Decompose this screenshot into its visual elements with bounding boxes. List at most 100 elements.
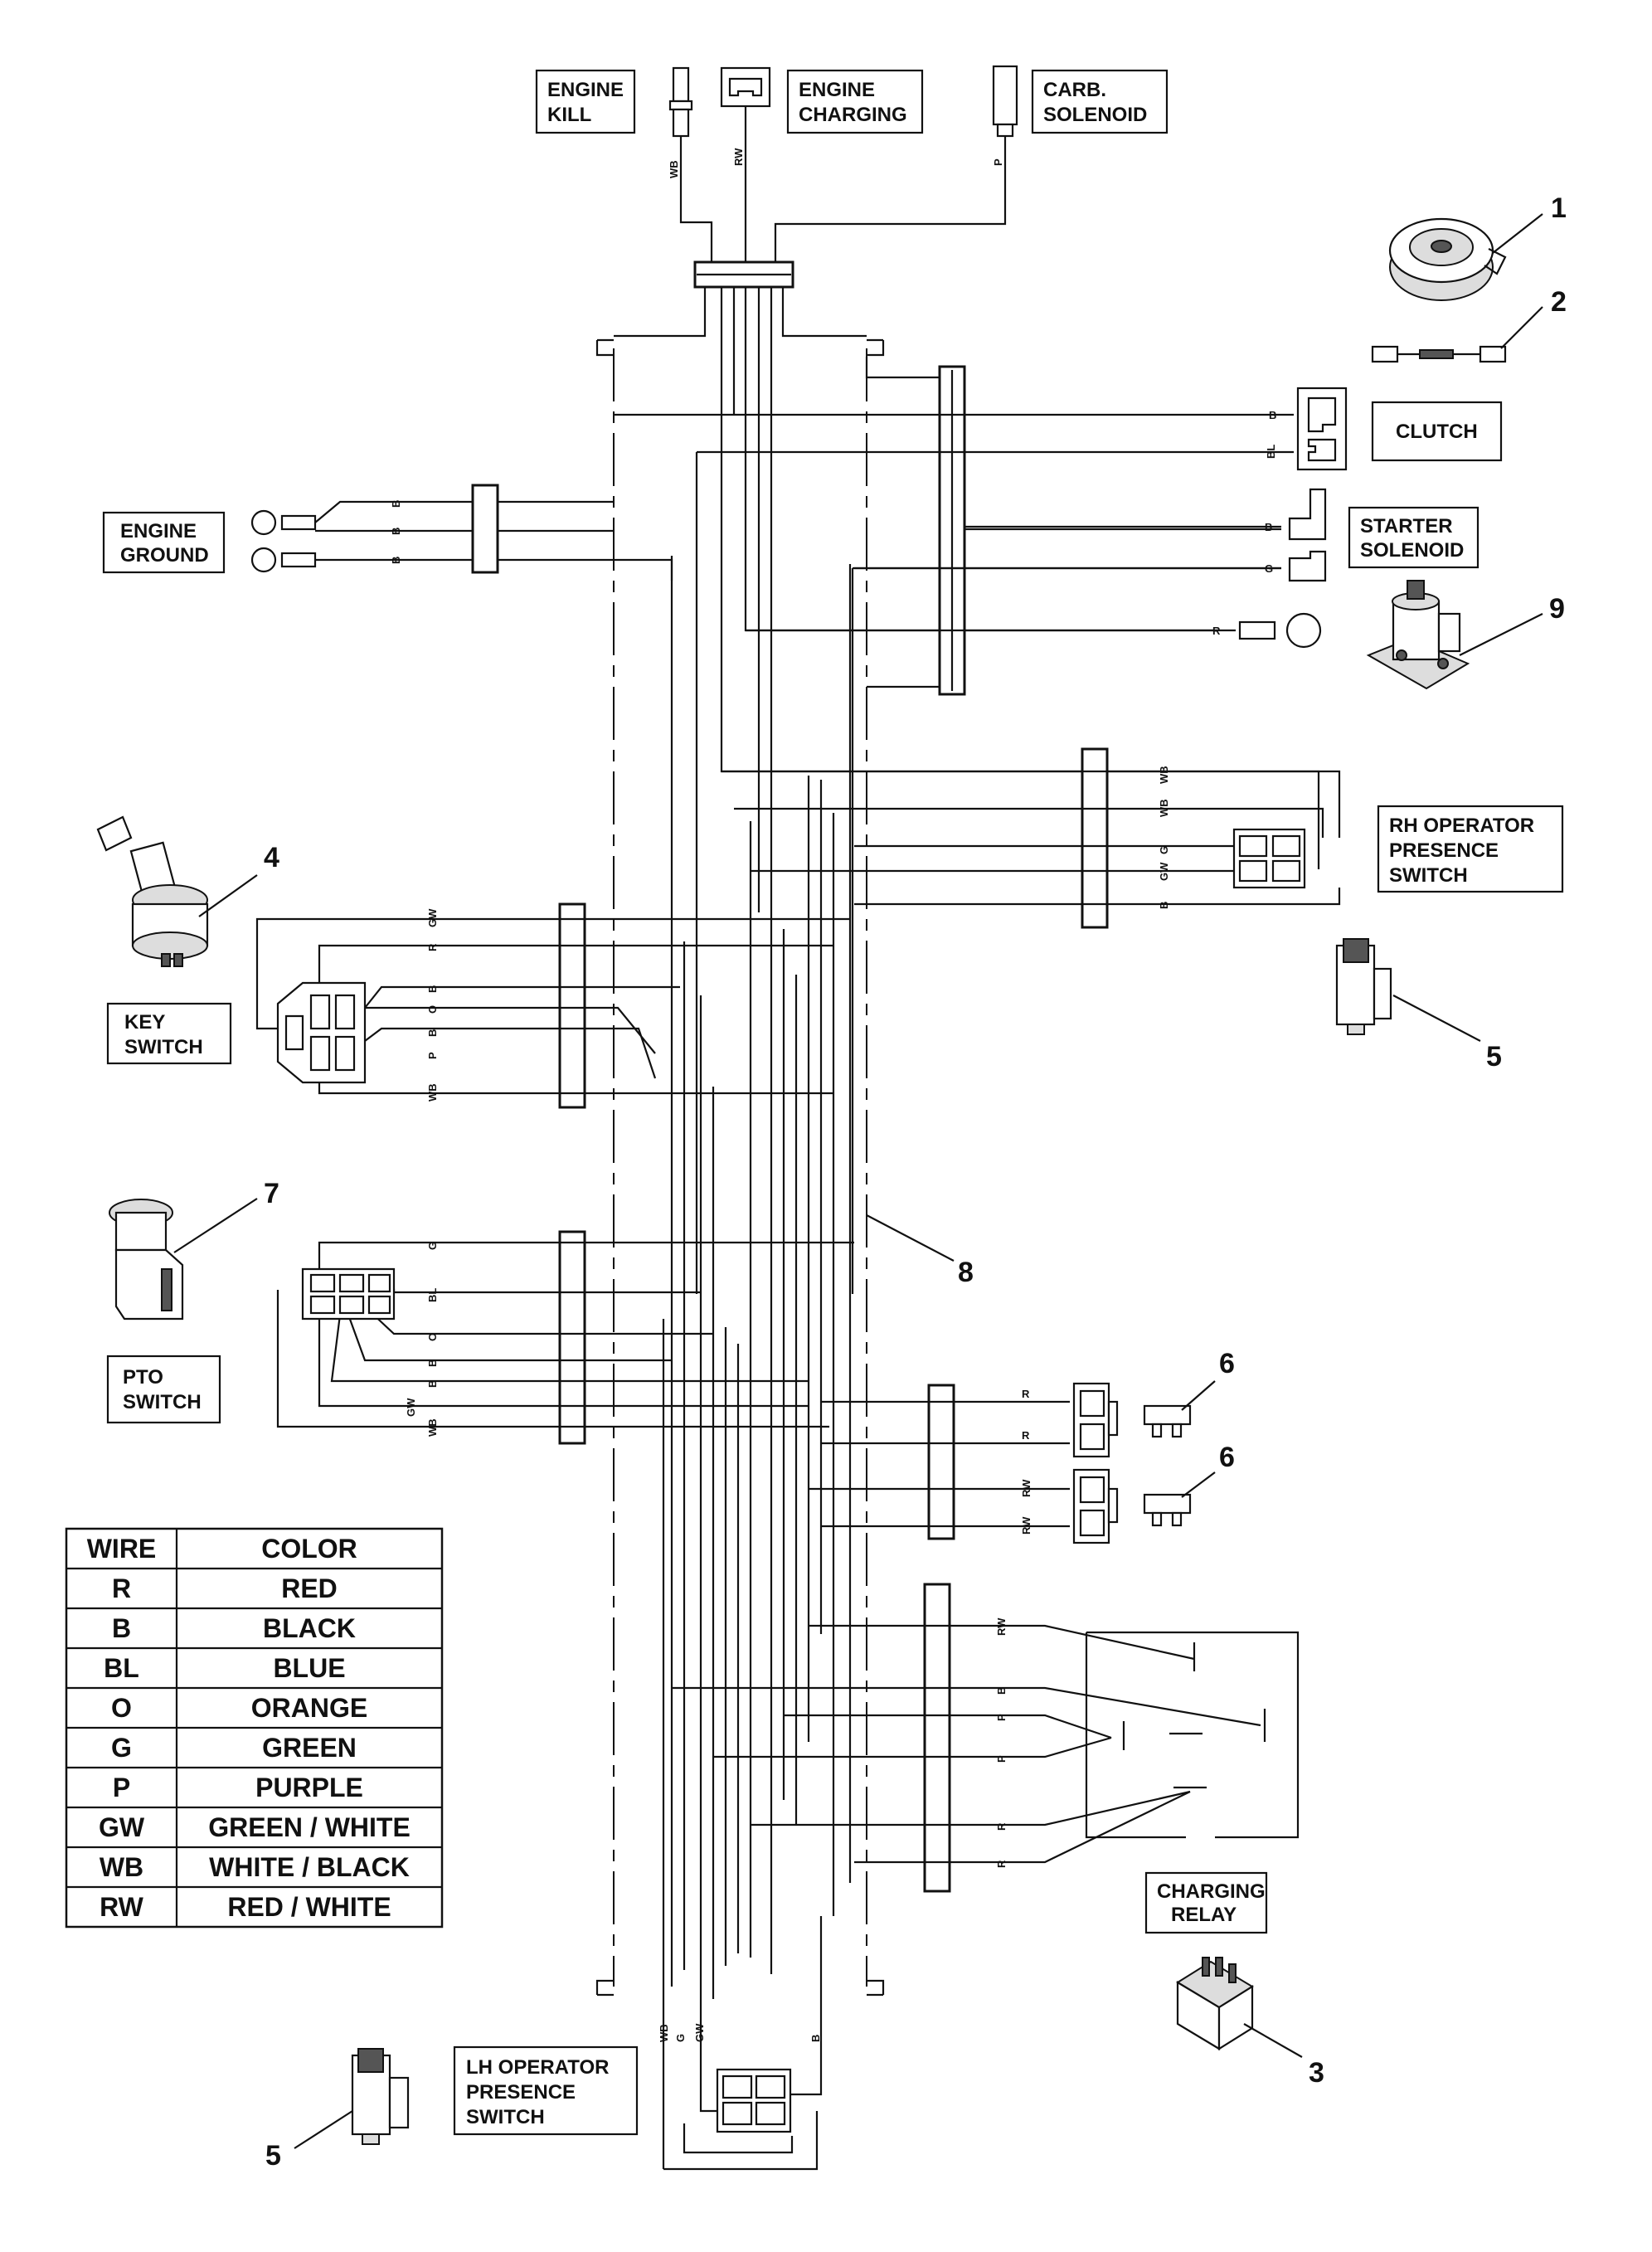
wire-label: B	[995, 1687, 1008, 1695]
key-switch-label-2: SWITCH	[124, 1036, 203, 1058]
fuse-holder-bottom-icon	[1072, 1468, 1119, 1544]
rh-presence-label-box	[1377, 805, 1564, 893]
table-cell-color-name: ORANGE	[251, 1693, 367, 1723]
carb-solenoid-label: CARB.	[1043, 79, 1106, 101]
engine-ground-label-box	[102, 511, 226, 574]
table-cell-wire-code: BL	[104, 1653, 139, 1683]
engine-kill-label-2: KILL	[547, 104, 591, 126]
wire-label: BL	[426, 1288, 439, 1302]
wire-label: R	[995, 1822, 1008, 1831]
harness-loom-fuse	[927, 1384, 955, 1540]
clutch-label-box	[1371, 401, 1503, 462]
wire-label: B	[390, 557, 402, 564]
harness-loom-pto	[558, 1230, 586, 1445]
charging-relay-icon	[1176, 1957, 1254, 2050]
wire-label: B	[426, 1359, 439, 1367]
wire-label: R	[1022, 1429, 1030, 1442]
charging-relay-socket-icon	[1085, 1631, 1300, 1839]
engine-charging-label: ENGINE	[799, 79, 875, 101]
callout-number: 2	[1551, 286, 1567, 318]
callout-number: 4	[264, 842, 279, 873]
pto-switch-connector-icon	[301, 1267, 396, 1321]
charging-relay-label-2: RELAY	[1171, 1904, 1237, 1926]
engine-charging-label-2: CHARGING	[799, 104, 907, 126]
wire-label: B	[426, 1029, 439, 1037]
pto-switch-label: PTO	[123, 1366, 163, 1389]
carb-solenoid-label-2: SOLENOID	[1043, 104, 1147, 126]
harness-loom-ground	[471, 484, 499, 574]
wire-label: WB	[1158, 799, 1170, 817]
table-header-wire: WIRE	[87, 1534, 157, 1564]
table-cell-wire-code: G	[111, 1733, 132, 1763]
callout-number: 5	[265, 2140, 281, 2172]
rh-presence-label-3: SWITCH	[1389, 864, 1468, 887]
rh-presence-wires	[722, 770, 1341, 906]
wire-label: GW	[426, 908, 439, 927]
rh-presence-connector-icon	[1232, 828, 1306, 889]
harness-trunk	[614, 287, 1320, 1974]
wire-label: R	[1022, 1388, 1030, 1400]
wire-label: G	[1265, 562, 1273, 575]
top-wires	[679, 106, 1007, 264]
pto-switch-label-2: SWITCH	[123, 1391, 202, 1413]
wire-label: GW	[693, 2023, 706, 2042]
table-cell-color-name: BLACK	[263, 1613, 356, 1643]
fuse-bottom-icon	[1143, 1493, 1192, 1527]
key-switch-label-box	[106, 1002, 232, 1065]
key-switch-connector-icon	[276, 981, 367, 1084]
wire-label: WB	[426, 1418, 439, 1437]
ignition-key-switch-icon	[96, 815, 209, 967]
pto-switch-label-box	[106, 1355, 221, 1424]
wire-label: WB	[658, 2024, 670, 2042]
callout-number: 6	[1219, 1442, 1235, 1473]
starter-solenoid-icon	[1366, 580, 1470, 690]
wire-label: RW	[732, 148, 745, 166]
wire-label: B	[426, 985, 439, 993]
callout-number: 1	[1551, 192, 1567, 224]
wire-label: B	[1158, 902, 1170, 909]
callout-number: 5	[1486, 1041, 1502, 1072]
lh-presence-connector-icon	[716, 2068, 792, 2133]
wire-label: B	[1269, 409, 1276, 421]
table-cell-color-name: GREEN	[262, 1733, 357, 1763]
harness-frame	[595, 338, 885, 1997]
lh-presence-switch-icon	[351, 2048, 410, 2145]
wire-label: BL	[1265, 445, 1277, 459]
ground-ring-terminals	[250, 500, 614, 573]
wire-label: O	[426, 1333, 439, 1341]
lh-presence-label-2: PRESENCE	[466, 2081, 576, 2104]
table-cell-wire-code: RW	[100, 1892, 144, 1922]
wire-label: RW	[995, 1617, 1008, 1636]
table-cell-wire-code: GW	[99, 1812, 145, 1842]
table-cell-wire-code: WB	[100, 1852, 143, 1882]
wire-label: WB	[1158, 766, 1170, 784]
starter-terminal-icons	[1238, 488, 1327, 649]
wire-label: G	[674, 2034, 687, 2042]
harness-loom-key	[558, 902, 586, 1109]
rh-presence-label: RH OPERATOR	[1389, 815, 1534, 837]
wire-label: GW	[1158, 862, 1170, 881]
table-cell-color-name: GREEN / WHITE	[208, 1812, 411, 1842]
harness-loom-rh	[1081, 747, 1109, 929]
engine-kill-label: ENGINE	[547, 79, 624, 101]
electric-clutch-icon	[1388, 217, 1507, 301]
lh-presence-wires	[663, 1916, 823, 2171]
key-switch-label: KEY	[124, 1011, 165, 1034]
wire-label: G	[426, 1242, 439, 1250]
pto-switch-wires	[276, 1241, 854, 1428]
wire-label: B	[390, 500, 402, 508]
table-cell-color-name: RED / WHITE	[227, 1892, 391, 1922]
engine-kill-label-box	[535, 69, 636, 134]
wire-label: WB	[426, 1083, 439, 1102]
carb-solenoid-connector-icon	[992, 65, 1018, 138]
charging-relay-label-box	[1144, 1871, 1268, 1934]
wire-label: R	[1212, 625, 1221, 637]
carb-solenoid-label-box	[1031, 69, 1169, 134]
engine-kill-connector-icon	[668, 66, 693, 138]
engine-ground-label: ENGINE	[120, 520, 197, 542]
table-cell-color-name: RED	[281, 1573, 338, 1603]
wire-label: P	[426, 1052, 439, 1059]
wire-label: GW	[405, 1398, 417, 1417]
table-cell-wire-code: O	[111, 1693, 132, 1723]
